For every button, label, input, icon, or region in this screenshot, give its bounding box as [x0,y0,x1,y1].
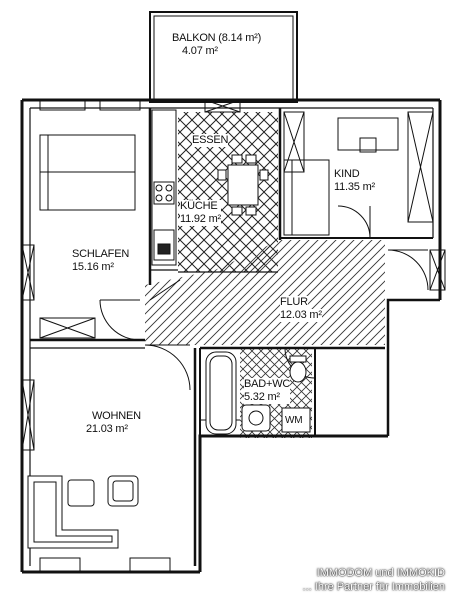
hallway-hatch [145,240,385,345]
room-area: 5.32 m² [244,391,291,404]
kitchen-counter [151,109,177,266]
room-name: WM [285,415,303,426]
room-area: 4.07 m² [182,45,218,57]
room-area: 11.92 m² [180,213,221,226]
room-label-kind: KIND 11.35 m² [334,168,375,194]
room-area: 21.03 m² [86,423,128,435]
room-name: FLUR [280,296,308,309]
room-label-bad-wc: BAD+WC 5.32 m² [244,378,290,404]
room-name: ESSEN [192,134,229,147]
company-footer: IMMODOM und IMMOKID ... Ihre Partner für… [303,566,445,594]
room-label-balkon: BALKON (8.14 m²) 4.07 m² [172,32,261,58]
bathroom-fixtures [205,351,311,435]
room-name: SCHLAFEN [72,248,130,260]
dining-table [217,154,269,216]
room-label-essen: ESSEN [192,134,228,147]
room-label-schlafen: SCHLAFEN 15.16 m² [72,248,129,274]
room-area: 15.16 m² [72,261,114,273]
room-area: 11.35 m² [334,181,375,193]
bed [39,134,136,339]
walls [20,98,442,574]
room-name: KÜCHE [180,200,221,213]
room-label-flur: FLUR 12.03 m² [280,296,322,322]
room-name: BAD+WC [244,378,291,391]
room-label-kueche: KÜCHE 11.92 m² [180,200,221,226]
company-slogan: ... Ihre Partner für Immobilien [302,581,445,593]
room-name: KIND [334,168,360,180]
room-name: WOHNEN [92,410,141,422]
room-name: BALKON (8.14 m²) [172,32,262,44]
room-label-wm: WM [285,414,303,427]
windows [21,99,446,573]
sofa [27,475,139,549]
room-label-wohnen: WOHNEN 21.03 m² [86,410,141,436]
company-name: IMMODOM und IMMOKID [316,567,445,579]
room-area: 12.03 m² [280,309,322,322]
child-room-furniture [283,117,399,239]
